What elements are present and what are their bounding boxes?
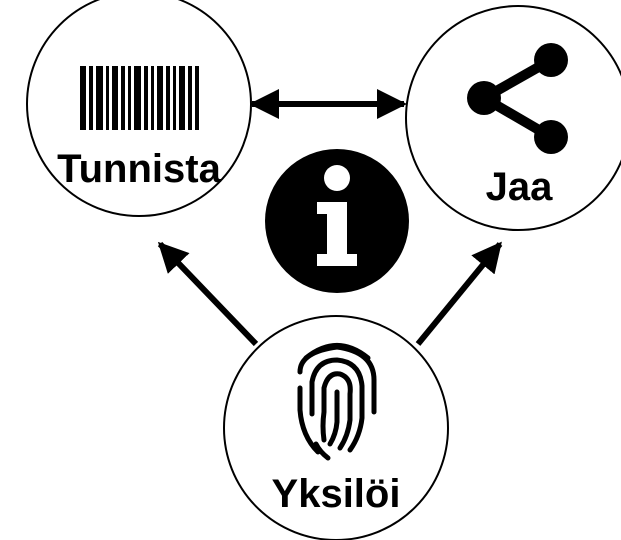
node-identify: Tunnista [26,0,252,217]
node-share: Jaa [405,5,621,231]
node-share-label: Jaa [486,165,553,209]
barcode-icon [80,66,199,130]
edge-individualize-identify [157,241,259,347]
fingerprint-icon [297,343,377,461]
edge-individualize-share [415,241,503,346]
share-icon [467,43,568,154]
node-individualize: Yksilöi [223,315,449,540]
node-identify-label: Tunnista [57,147,221,191]
info-icon [265,149,409,293]
node-individualize-label: Yksilöi [272,472,401,516]
